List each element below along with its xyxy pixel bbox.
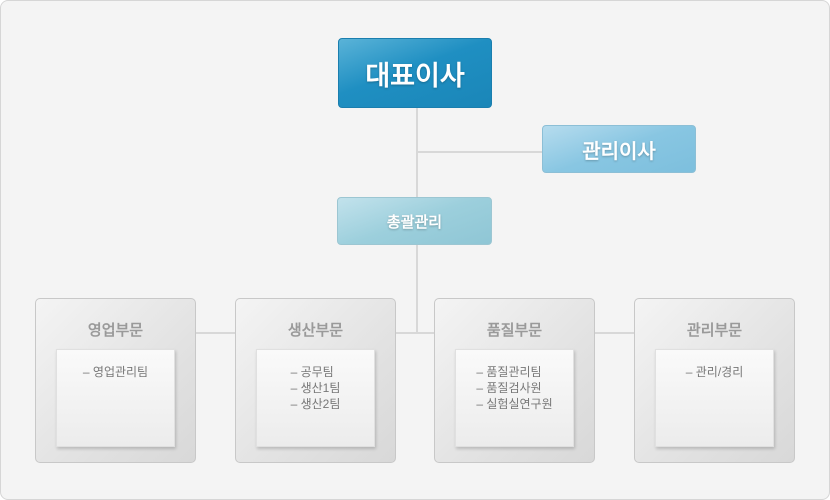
team-item: – 생산2팀	[290, 397, 341, 411]
department-title: 영업부문	[87, 322, 144, 339]
team-item: – 관리/경리	[685, 365, 744, 379]
department-box: 영업부문 – 영업관리팀	[35, 298, 196, 463]
team-item: – 실험실연구원	[476, 397, 553, 411]
department-title: 생산부문	[287, 322, 344, 339]
team-list: – 품질관리팀 – 품질검사원 – 실험실연구원	[476, 364, 552, 412]
ceo-box: 대표이사	[338, 38, 492, 108]
department-box: 관리부문 – 관리/경리	[634, 298, 795, 463]
connector-departments	[195, 332, 635, 334]
director-box: 관리이사	[542, 125, 696, 173]
team-item: – 생산1팀	[290, 381, 341, 395]
team-item: – 영업관리팀	[82, 365, 149, 379]
team-item: – 공무팀	[290, 365, 334, 379]
team-list: – 공무팀 – 생산1팀 – 생산2팀	[291, 364, 341, 412]
team-list-panel: – 관리/경리	[655, 349, 774, 447]
connector-director	[417, 151, 543, 153]
team-list: – 관리/경리	[686, 364, 744, 380]
team-list: – 영업관리팀	[83, 364, 148, 380]
team-list-panel: – 품질관리팀 – 품질검사원 – 실험실연구원	[455, 349, 574, 447]
team-list-panel: – 영업관리팀	[56, 349, 175, 447]
department-box: 품질부문 – 품질관리팀 – 품질검사원 – 실험실연구원	[434, 298, 595, 463]
team-list-panel: – 공무팀 – 생산1팀 – 생산2팀	[256, 349, 375, 447]
general-management-box: 총괄관리	[337, 197, 492, 245]
department-box: 생산부문 – 공무팀 – 생산1팀 – 생산2팀	[235, 298, 396, 463]
department-title: 관리부문	[686, 322, 743, 339]
team-item: – 품질관리팀	[476, 365, 542, 379]
department-title: 품질부문	[486, 322, 543, 339]
team-item: – 품질검사원	[476, 381, 542, 395]
